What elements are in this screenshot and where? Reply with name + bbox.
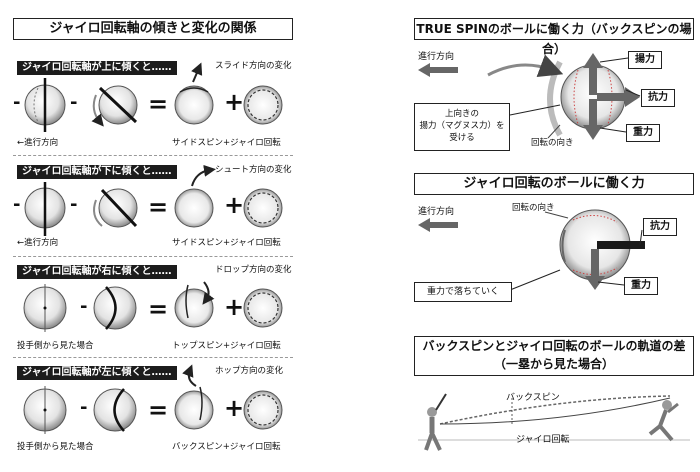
row3-plus-sign: +	[224, 293, 245, 321]
row3-ball-tilted	[93, 286, 137, 330]
row3-ball-front	[23, 284, 67, 332]
row4-note: ホップ方向の変化	[215, 366, 284, 376]
gyro-title: ジャイロ回転のボールに働く力	[414, 173, 694, 195]
row1-result-caption: サイドスピン+ジャイロ回転	[172, 138, 281, 148]
row1-gyro-ball	[243, 85, 283, 125]
true-spin-direction-arrow	[418, 63, 458, 77]
gyro-rotation-label: 回転の向き	[512, 203, 555, 213]
row4-left-caption: 投手側から見た場合	[17, 442, 94, 452]
row2-note: シュート方向の変化	[215, 165, 292, 175]
row2-label: ジャイロ回転軸が下に傾くと……	[17, 165, 177, 179]
lift-tag: 揚力	[628, 51, 662, 69]
row2-ball-rotated	[93, 188, 138, 228]
row1-equals-sign: =	[148, 90, 169, 118]
row4-label: ジャイロ回転軸が左に傾くと……	[17, 366, 177, 380]
row1-sidespin-ball	[174, 62, 214, 125]
row4-equals-sign: =	[148, 396, 169, 424]
row4-ball-tilted	[93, 388, 137, 432]
true-spin-rotation-label: 回転の向き	[531, 138, 574, 148]
row3-gyro-ball	[243, 288, 283, 328]
row2-result-caption: サイドスピン+ジャイロ回転	[172, 238, 281, 248]
true-spin-direction-label: 進行方向	[418, 52, 455, 62]
trajectory-title: バックスピンとジャイロ回転のボールの軌道の差 （一塁から見た場合）	[414, 336, 694, 376]
row3-note: ドロップ方向の変化	[215, 265, 292, 275]
gyro-direction-arrow	[418, 218, 458, 232]
row1-label: ジャイロ回転軸が上に傾くと……	[17, 61, 177, 75]
row2-sidespin-ball	[174, 164, 216, 228]
row3-left-caption: 投手側から見た場合	[17, 341, 94, 351]
falling-box: 重力で落ちていく	[414, 282, 512, 302]
row-separator	[13, 256, 293, 257]
gyro-direction-label: 進行方向	[418, 207, 455, 217]
magnus-force-box: 上向きの 揚力（マグヌス力）を 受ける	[414, 103, 510, 151]
row2-gyro-ball	[243, 188, 283, 228]
row2-plus-sign: +	[224, 191, 245, 219]
row1-plus-sign: +	[224, 88, 245, 116]
row4-minus: -	[80, 397, 88, 418]
row2-minus-right: -	[70, 194, 78, 215]
row2-ball-tilted-down	[24, 182, 66, 236]
row4-gyro-ball	[243, 390, 283, 430]
row1-minus-left: -	[13, 92, 21, 113]
row3-minus: -	[80, 296, 88, 317]
trajectory-title-line1: バックスピンとジャイロ回転のボールの軌道の差	[422, 339, 686, 353]
row-separator	[13, 357, 293, 358]
gyro-gravity-tag: 重力	[624, 277, 658, 295]
pitcher-figure	[648, 400, 679, 442]
row4-result-caption: バックスピン+ジャイロ回転	[172, 442, 281, 452]
gravity-tag: 重力	[626, 124, 660, 142]
row-separator	[13, 155, 293, 156]
row1-ball-rotated	[91, 85, 138, 127]
gyro-drag-tag: 抗力	[643, 218, 677, 236]
left-panel-graphics	[23, 62, 283, 434]
row4-backspin-ball	[174, 364, 214, 430]
backspin-label: バックスピン	[506, 393, 560, 403]
trajectory-title-line2: （一塁から見た場合）	[493, 357, 614, 371]
batter-figure	[424, 393, 447, 451]
row2-left-caption: ←進行方向	[17, 238, 59, 248]
true-spin-ball	[487, 53, 640, 140]
true-spin-title: TRUE SPINのボールに働く力（バックスピンの場合）	[414, 18, 694, 56]
row1-note: スライド方向の変化	[215, 61, 292, 71]
row1-ball-tilted-up	[24, 78, 66, 132]
gyro-trajectory-label: ジャイロ回転	[516, 435, 570, 445]
row1-minus-right: -	[70, 92, 78, 113]
row4-plus-sign: +	[224, 394, 245, 422]
row3-topspin-ball	[174, 281, 215, 328]
row2-equals-sign: =	[148, 193, 169, 221]
row1-left-caption: ←進行方向	[17, 138, 59, 148]
row2-minus-left: -	[13, 194, 21, 215]
row3-equals-sign: =	[148, 295, 169, 323]
left-panel-title: ジャイロ回転軸の傾きと変化の関係	[13, 18, 293, 40]
row3-result-caption: トップスピン+ジャイロ回転	[172, 341, 281, 351]
row4-ball-front	[23, 386, 67, 434]
drag-tag: 抗力	[641, 89, 675, 107]
row3-label: ジャイロ回転軸が右に傾くと……	[17, 265, 177, 279]
